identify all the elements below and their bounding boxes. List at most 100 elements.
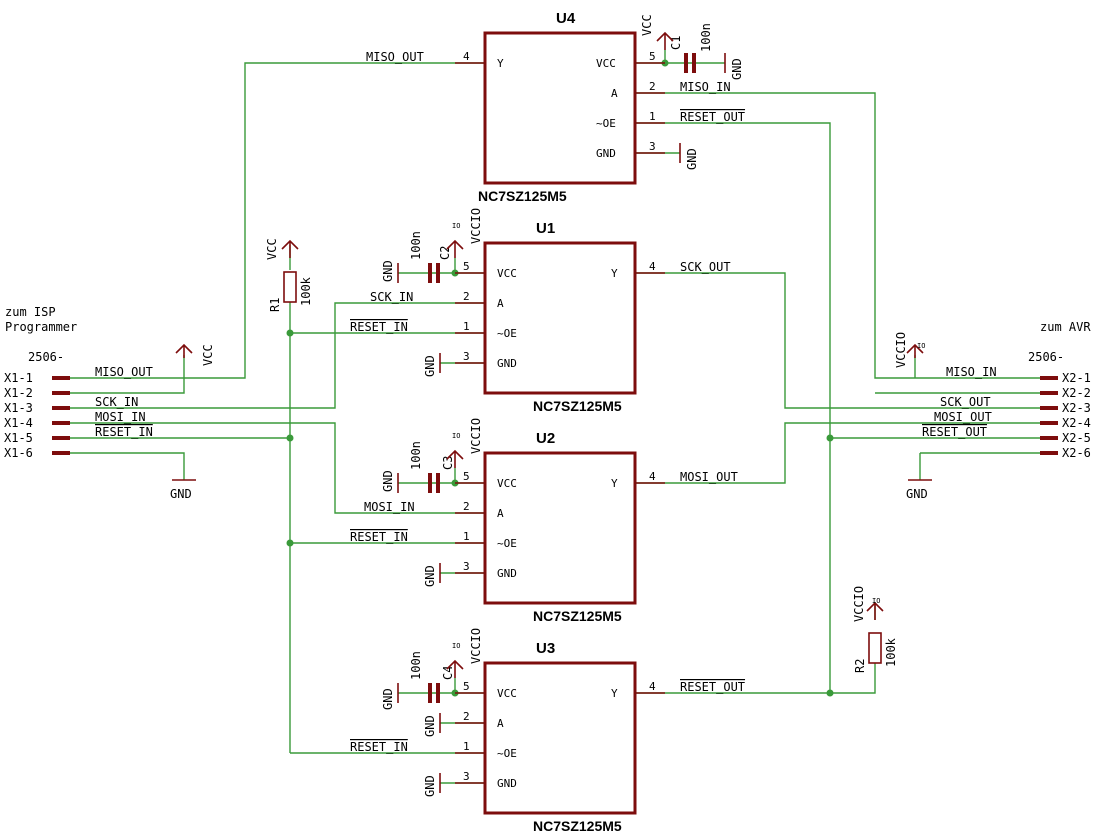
vccio-label-u2: VCCIO xyxy=(469,418,483,454)
vcc-symbol-u4: VCC xyxy=(640,14,674,50)
u2-pin-vcc: VCC xyxy=(497,477,517,490)
ic-u3: U3 NC7SZ125M5 VCC A ~OE GND Y 5 2 1 3 4 xyxy=(455,640,665,834)
u1-pin-a: A xyxy=(497,297,504,310)
u2-pin-a: A xyxy=(497,507,504,520)
u3-pin-gnd: GND xyxy=(497,777,517,790)
u2-num-oe: 1 xyxy=(463,530,470,543)
u2-num-y: 4 xyxy=(649,470,656,483)
vccio-io-mark-x2: IO xyxy=(917,342,925,350)
gnd-symbol-u1: GND xyxy=(423,353,441,377)
vcc-symbol-r1: VCC xyxy=(265,238,299,260)
u4-value: NC7SZ125M5 xyxy=(478,188,567,204)
u2-net-labels: MOSI_IN RESET_IN MOSI_OUT xyxy=(350,470,738,544)
gnd-symbol-c3: GND xyxy=(381,470,399,493)
u3-num-y: 4 xyxy=(649,680,656,693)
gnd-label-x1: GND xyxy=(170,487,192,501)
gnd-symbol-c4: GND xyxy=(381,683,399,710)
u3-net-labels: RESET_IN RESET_OUT xyxy=(350,680,745,754)
ic-u4: U4 NC7SZ125M5 Y VCC A ~OE GND 4 5 2 1 3 xyxy=(455,10,665,204)
wires xyxy=(70,50,1050,784)
net-label-miso-out-u4: MISO_OUT xyxy=(366,50,424,64)
u1-num-gnd: 3 xyxy=(463,350,470,363)
net-label-sck-out-x2: SCK_OUT xyxy=(940,395,991,409)
net-label-sck-in-u1: SCK_IN xyxy=(370,290,413,304)
u1-name: U1 xyxy=(536,220,555,237)
gnd-label-u3-gnd: GND xyxy=(423,775,437,797)
vcc-label-r1: VCC xyxy=(265,238,279,260)
x2-pin5-label: X2-5 xyxy=(1062,431,1091,445)
u3-pin-oe: ~OE xyxy=(497,747,517,760)
u2-pin-oe: ~OE xyxy=(497,537,517,550)
gnd-label-u4: GND xyxy=(685,148,699,170)
vccio-symbol-u3: IO VCCIO xyxy=(446,628,483,678)
vccio-io-mark-r2: IO xyxy=(872,597,880,605)
u4-pin-y: Y xyxy=(497,57,504,70)
gnd-label-c1: GND xyxy=(730,58,744,80)
net-label-reset-out-u3: RESET_OUT xyxy=(680,680,745,694)
u1-net-labels: SCK_IN RESET_IN SCK_OUT xyxy=(350,260,731,334)
u3-pin-a: A xyxy=(497,717,504,730)
u4-net-labels: MISO_OUT MISO_IN RESET_OUT xyxy=(366,50,745,124)
vccio-io-mark-u1: IO xyxy=(452,222,460,230)
u1-num-a: 2 xyxy=(463,290,470,303)
connector-x2: zum AVR 2506- X2-1 X2-2 X2-3 X2-4 X2-5 X… xyxy=(1028,320,1091,460)
gnd-symbol-c1: GND xyxy=(724,53,744,80)
net-label-reset-in-x1: RESET_IN xyxy=(95,425,153,439)
u4-pin-oe: ~OE xyxy=(596,117,616,130)
u4-name: U4 xyxy=(556,10,576,27)
r1-value: 100k xyxy=(299,276,313,306)
x2-pin3-label: X2-3 xyxy=(1062,401,1091,415)
resistor-r2: R2 100k xyxy=(853,632,898,673)
net-label-miso-in-u4: MISO_IN xyxy=(680,80,731,94)
capacitor-c3: C3 100n xyxy=(409,441,455,493)
gnd-label-c2: GND xyxy=(381,260,395,282)
x1-pin1-label: X1-1 xyxy=(4,371,33,385)
u2-num-a: 2 xyxy=(463,500,470,513)
net-label-mosi-in-u2: MOSI_IN xyxy=(364,500,415,514)
u1-num-vcc: 5 xyxy=(463,260,470,273)
c3-name: C3 xyxy=(441,456,455,470)
u1-pin-oe: ~OE xyxy=(497,327,517,340)
u4-num-vcc: 5 xyxy=(649,50,656,63)
gnd-symbol-x1: GND xyxy=(170,479,196,501)
resistor-r1: R1 100k xyxy=(268,271,313,312)
u2-pin-y: Y xyxy=(611,477,618,490)
u3-num-gnd: 3 xyxy=(463,770,470,783)
u1-value: NC7SZ125M5 xyxy=(533,398,622,414)
gnd-symbol-u3-a: GND xyxy=(423,713,441,737)
x2-pin2-label: X2-2 xyxy=(1062,386,1091,400)
x2-pin4-label: X2-4 xyxy=(1062,416,1091,430)
net-label-miso-out-x1: MISO_OUT xyxy=(95,365,153,379)
c2-name: C2 xyxy=(438,246,452,260)
c3-value: 100n xyxy=(409,441,423,470)
gnd-label-u3-a: GND xyxy=(423,715,437,737)
x1-pin6-label: X1-6 xyxy=(4,446,33,460)
u3-value: NC7SZ125M5 xyxy=(533,818,622,834)
vccio-io-mark-u2: IO xyxy=(452,432,460,440)
left-net-labels: MISO_OUT SCK_IN MOSI_IN RESET_IN xyxy=(95,365,153,439)
net-label-reset-in-u1: RESET_IN xyxy=(350,320,408,334)
vccio-label-r2: VCCIO xyxy=(852,586,866,622)
capacitor-c4: C4 100n xyxy=(409,651,455,703)
r2-name: R2 xyxy=(853,659,867,673)
vcc-label-x1: VCC xyxy=(201,344,215,366)
x1-pin2-label: X1-2 xyxy=(4,386,33,400)
x1-pin4-label: X1-4 xyxy=(4,416,33,430)
net-label-mosi-in-x1: MOSI_IN xyxy=(95,410,146,424)
net-label-sck-in-x1: SCK_IN xyxy=(95,395,138,409)
x2-part: 2506- xyxy=(1028,350,1064,364)
u1-pin-y: Y xyxy=(611,267,618,280)
net-label-miso-in-x2: MISO_IN xyxy=(946,365,997,379)
u2-value: NC7SZ125M5 xyxy=(533,608,622,624)
gnd-label-u2: GND xyxy=(423,565,437,587)
net-label-mosi-out-u2: MOSI_OUT xyxy=(680,470,738,484)
net-label-mosi-out-x2: MOSI_OUT xyxy=(934,410,992,424)
junctions xyxy=(286,59,834,697)
x1-part: 2506- xyxy=(28,350,64,364)
u3-num-a: 2 xyxy=(463,710,470,723)
u3-num-vcc: 5 xyxy=(463,680,470,693)
gnd-symbol-u2: GND xyxy=(423,563,441,587)
u3-name: U3 xyxy=(536,640,555,657)
u1-num-y: 4 xyxy=(649,260,656,273)
